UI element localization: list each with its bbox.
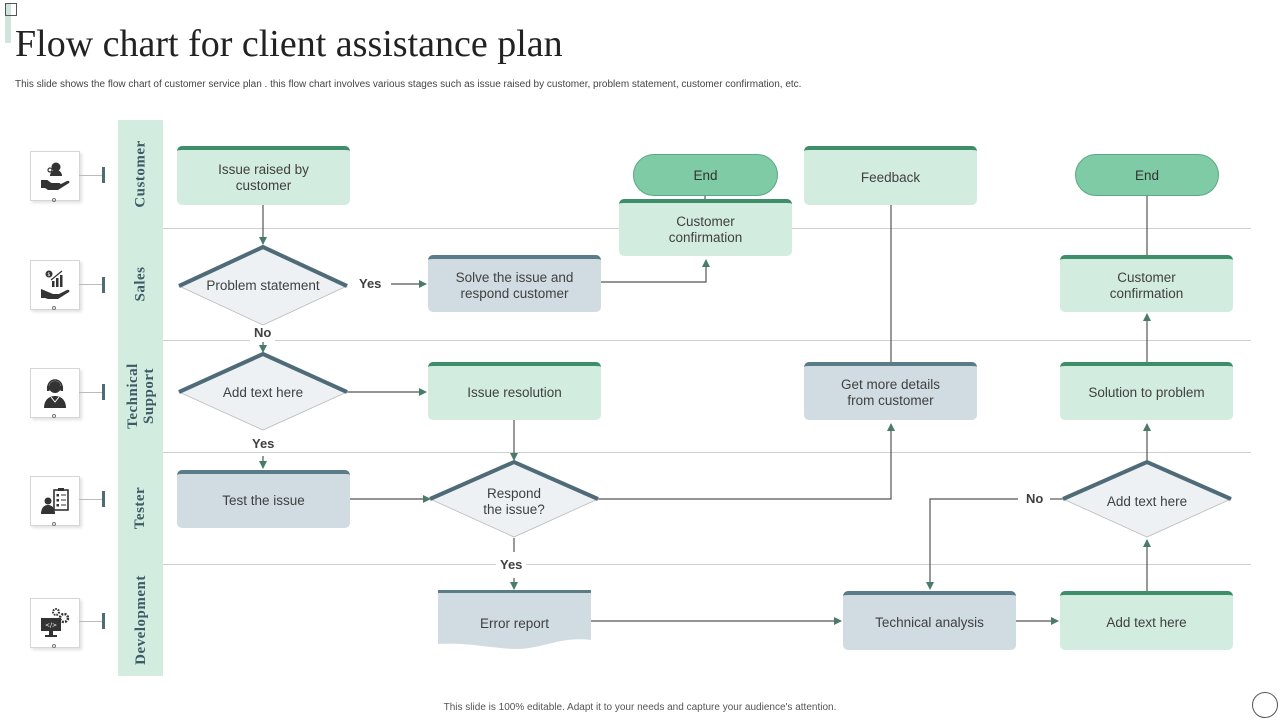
edge-label-problem-no: No [250,325,276,341]
node-end-1[interactable]: End [633,154,778,196]
sales-growth-hand-icon: $ [30,260,80,310]
icon-anchor-dot [52,306,56,310]
svg-text:</>: </> [45,622,57,629]
lane-header-strip [118,120,163,676]
lane-label-tester: Tester [132,486,149,530]
node-end-2[interactable]: End [1075,154,1219,196]
icon-connector [79,621,103,622]
node-solve-issue[interactable]: Solve the issue and respond customer [428,255,601,312]
icon-anchor-dot [52,644,56,648]
lane-divider [163,564,1251,565]
node-add-text-tester-label[interactable]: Add text here [1106,494,1188,509]
icon-anchor-dot [52,414,56,418]
support-agent-headset-icon [30,368,80,418]
node-add-text-dev[interactable]: Add text here [1060,591,1233,650]
edge-label-tech-yes: Yes [248,436,279,452]
node-technical-analysis[interactable]: Technical analysis [843,591,1016,650]
page-subtitle: This slide shows the flow chart of custo… [15,79,802,90]
edge-solve-to-confirmation [600,259,710,283]
lane-divider [163,340,1251,341]
icon-anchor-dot [52,522,56,526]
footer-note: This slide is 100% editable. Adapt it to… [443,702,837,713]
lane-label-sales: Sales [132,266,149,302]
node-solution-to-problem[interactable]: Solution to problem [1060,362,1233,420]
edge-respond-to-details [598,423,895,500]
node-customer-confirmation-1[interactable]: Customer confirmation [619,199,792,256]
icon-connector-tick [102,277,105,293]
edge-label-problem-yes: Yes [355,276,386,292]
node-issue-raised[interactable]: Issue raised by customer [177,146,350,205]
node-get-more-details[interactable]: Get more details from customer [804,362,977,420]
svg-text:$: $ [47,272,50,278]
icon-connector-tick [102,167,105,183]
node-feedback[interactable]: Feedback [804,146,977,205]
lane-label-development: Development [132,575,149,665]
slide-nav-circle[interactable] [1252,692,1278,718]
node-problem-statement-label[interactable]: Problem statement [206,278,320,293]
customer-service-hand-icon [30,151,80,201]
development-computer-gears-icon: </> [30,598,80,648]
edge-label-tester-no: No [1022,491,1048,507]
lane-divider [163,452,1251,453]
node-customer-confirmation-2[interactable]: Customer confirmation [1060,255,1233,312]
icon-connector-tick [102,384,105,400]
page-title: Flow chart for client assistance plan [15,23,563,65]
node-error-report-label[interactable]: Error report [479,615,550,631]
icon-anchor-dot [52,198,56,202]
icon-connector-tick [102,613,105,629]
icon-connector [79,175,103,176]
icon-connector [79,392,103,393]
icon-connector-tick [102,491,105,507]
edge-label-respond-yes: Yes [496,557,527,573]
node-issue-resolution[interactable]: Issue resolution [428,362,601,420]
corner-accent-bar [5,3,11,43]
node-add-text-tech-label[interactable]: Add text here [222,385,304,400]
icon-connector [79,499,103,500]
corner-frame [5,3,17,16]
tester-checklist-icon [30,476,80,526]
icon-connector [79,284,103,285]
node-respond-issue-label[interactable]: Respond the issue? [483,486,545,517]
lane-label-technical-support: Technical Support [124,363,157,429]
node-test-issue[interactable]: Test the issue [177,470,350,528]
lane-label-customer: Customer [132,140,149,208]
edge-tester-no-to-analysis [926,498,1018,590]
